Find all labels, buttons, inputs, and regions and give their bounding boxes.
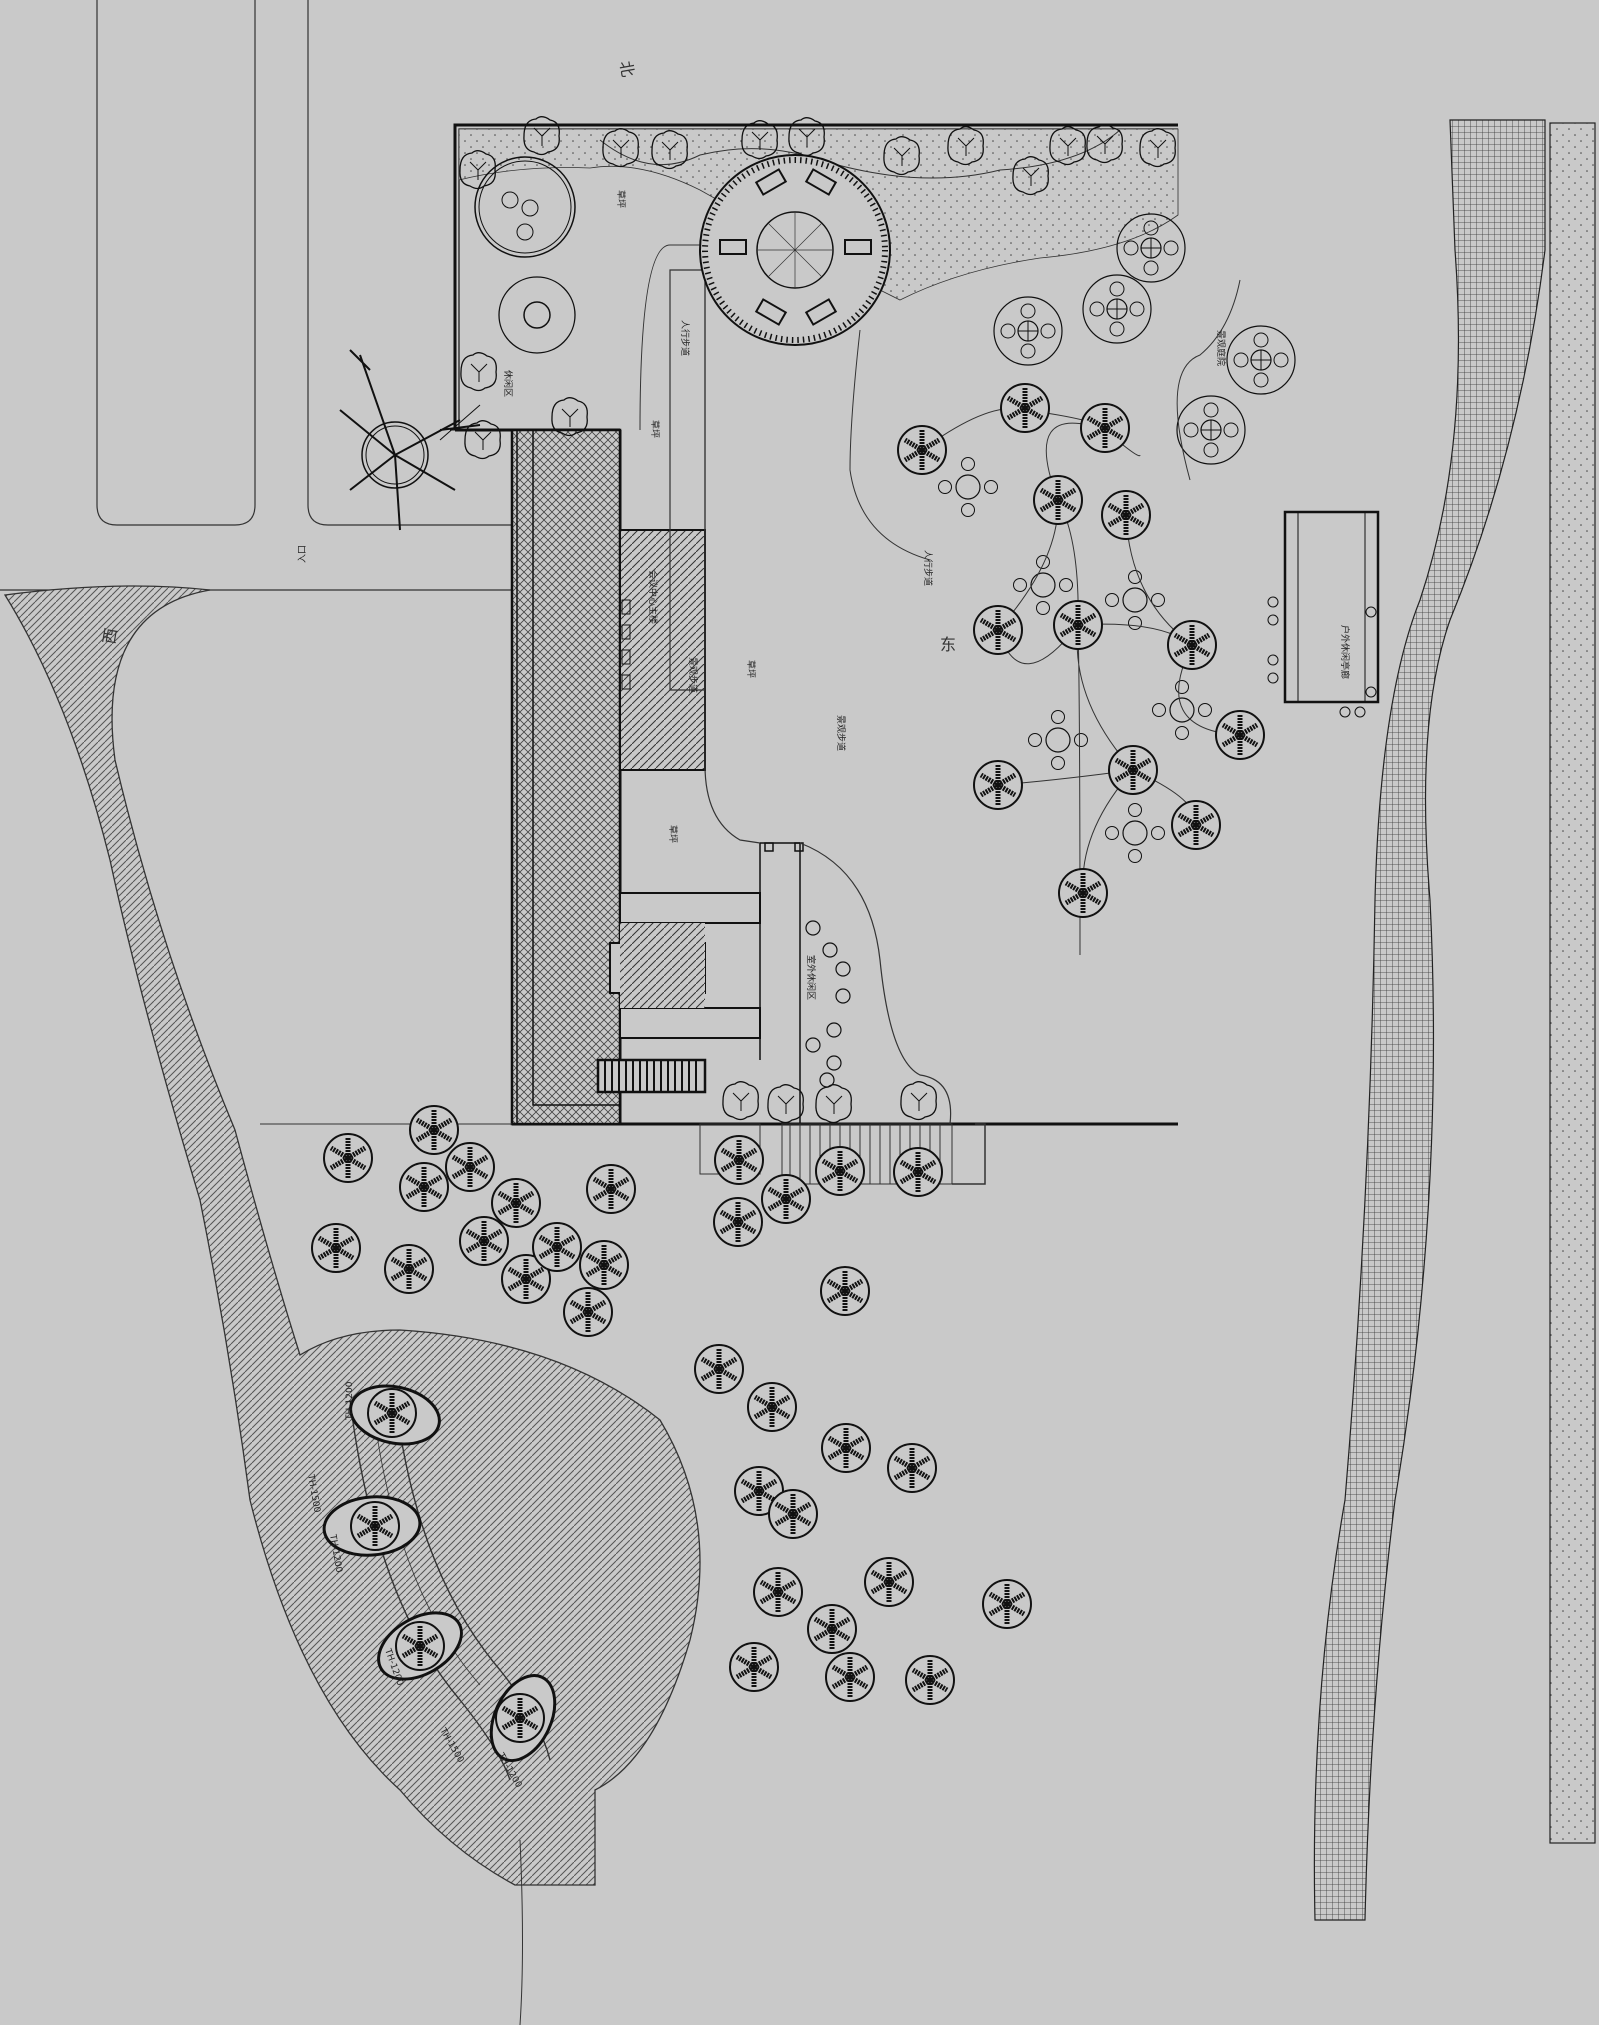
court-tree-links	[921, 279, 1241, 956]
lawn-label-3: 草坪	[745, 660, 757, 678]
entrance-label: 入口	[297, 545, 308, 563]
east-dot-strip	[1549, 122, 1596, 1844]
winding-path	[639, 244, 705, 431]
east-mark: 东	[940, 635, 956, 654]
stepping-label-1: TH-1200	[345, 1381, 355, 1421]
walk-note: 景观步道	[687, 657, 699, 693]
garden-note: 景观庭院	[1215, 330, 1227, 366]
court-note: 室外休闲区	[805, 955, 817, 1000]
stepping-arc-3	[371, 1397, 481, 1686]
path-a-label: 人行步道	[679, 320, 691, 356]
circular-pavilion	[699, 154, 891, 346]
feature-tree	[339, 349, 500, 531]
west-mark: 西	[99, 627, 120, 646]
lawn-label: 草坪	[615, 190, 627, 208]
lawn-label-2: 草坪	[649, 420, 661, 438]
courtyard-path	[704, 270, 952, 1125]
walkway-strip	[669, 269, 706, 691]
meander-path	[849, 329, 931, 561]
pavilion-note: 户外休闲亭廊	[1339, 625, 1351, 679]
round-planters	[474, 156, 576, 354]
east-grid-strip	[1313, 119, 1546, 1921]
deck-label: 景观步道	[835, 715, 847, 751]
road-outline	[0, 0, 520, 591]
walkway-edge	[519, 1839, 523, 2025]
paved-walkway-west	[3, 585, 701, 1886]
seat-circles	[805, 920, 851, 1088]
pavilion-structure	[1267, 510, 1380, 718]
patio-note: 休闲区	[502, 370, 514, 397]
north-mark: 北	[616, 59, 637, 78]
lawn-label-4: 草坪	[667, 825, 679, 843]
building-note: 会议中心主楼	[647, 570, 659, 624]
path-b-label: 人行步道	[922, 550, 934, 586]
main-building	[510, 428, 804, 1126]
